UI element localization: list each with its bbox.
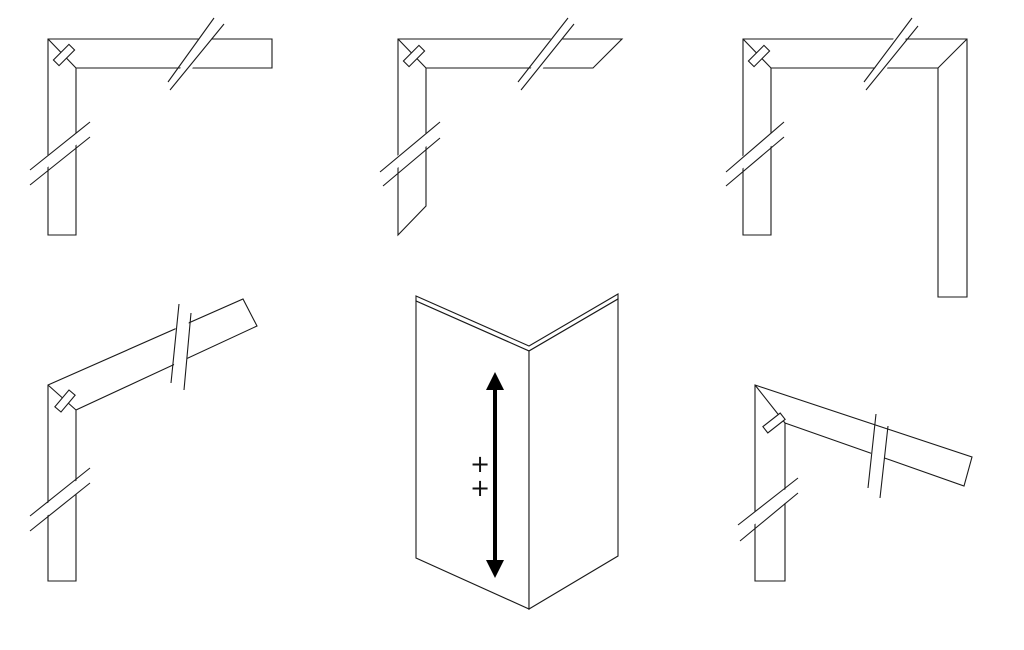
- break-mark-icon: [170, 303, 192, 391]
- corner-clip-icon: [742, 38, 772, 69]
- corner-joint-panel-4: [29, 298, 258, 582]
- plus-mark-upper: +: [470, 450, 490, 478]
- break-mark-icon: [517, 17, 575, 91]
- break-mark-icon: [29, 467, 91, 532]
- folded-panel-3d: + +: [415, 293, 619, 610]
- break-mark-icon: [867, 413, 889, 499]
- break-mark-icon: [725, 121, 785, 187]
- corner-joint-panel-1: [29, 17, 273, 236]
- corner-joint-panel-3: [725, 17, 968, 298]
- corner-clip-icon: [47, 38, 77, 69]
- corner-clip-icon: [754, 384, 786, 434]
- plus-mark-lower: +: [470, 474, 490, 502]
- break-mark-icon: [379, 121, 441, 187]
- double-arrow-icon: [486, 372, 504, 578]
- corner-joint-panel-6: [737, 384, 973, 582]
- break-mark-icon: [863, 17, 919, 91]
- break-mark-icon: [167, 17, 225, 91]
- corner-clip-icon: [47, 384, 77, 413]
- break-mark-icon: [29, 121, 91, 186]
- corner-joint-panel-2: [379, 17, 624, 237]
- break-mark-icon: [737, 477, 799, 542]
- corner-clip-icon: [397, 38, 427, 69]
